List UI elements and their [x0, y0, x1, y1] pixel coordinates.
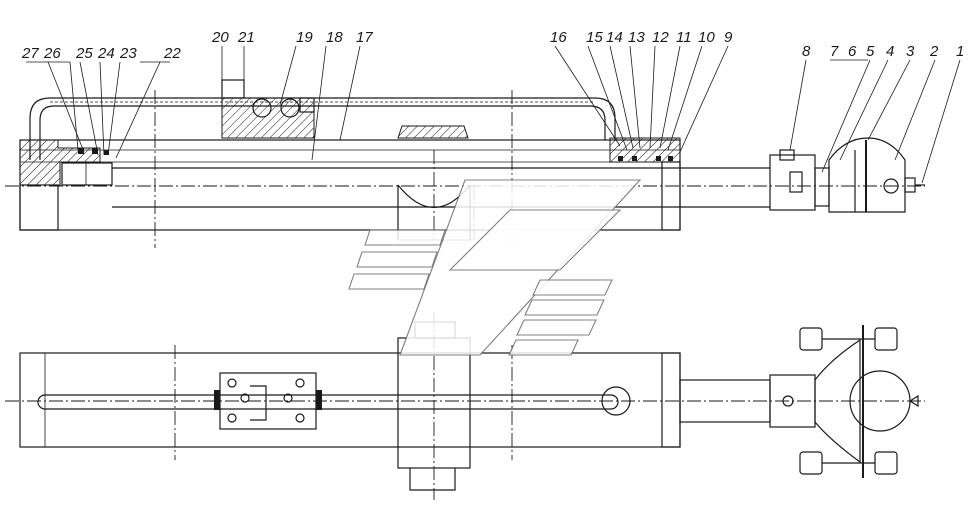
- callout-20: 20: [211, 29, 229, 46]
- callout-17: 17: [356, 29, 373, 46]
- callout-23: 23: [119, 45, 137, 62]
- callout-9: 9: [724, 29, 733, 46]
- callout-18: 18: [326, 29, 343, 46]
- external-pipe: [29, 97, 616, 160]
- callout-27: 27: [21, 45, 39, 62]
- callout-8: 8: [802, 43, 811, 60]
- callout-14: 14: [606, 29, 623, 46]
- callout-1: 1: [956, 43, 964, 60]
- callout-4: 4: [886, 43, 894, 60]
- callout-24: 24: [97, 45, 115, 62]
- callout-26: 26: [43, 45, 61, 62]
- callout-7: 7: [830, 43, 839, 60]
- callout-6: 6: [848, 43, 857, 60]
- rod-end-housing: [769, 154, 816, 211]
- section-view: [5, 79, 925, 248]
- callout-2: 2: [929, 43, 939, 60]
- callout-labels: 27 26 25 24 23 22 20 21 19 18 17 16 15 1…: [21, 29, 964, 62]
- cylinder-plan: [19, 352, 681, 448]
- callout-25: 25: [75, 45, 93, 62]
- callout-10: 10: [698, 29, 715, 46]
- callout-3: 3: [906, 43, 915, 60]
- callout-15: 15: [586, 29, 603, 46]
- callout-12: 12: [652, 29, 669, 46]
- ball-joint: [828, 137, 906, 213]
- callout-21: 21: [237, 29, 255, 46]
- callout-22: 22: [163, 45, 181, 62]
- clamp: [397, 125, 469, 139]
- callout-19: 19: [296, 29, 313, 46]
- callout-5: 5: [866, 43, 875, 60]
- callout-11: 11: [676, 29, 692, 46]
- leaders: [26, 45, 961, 184]
- plan-view: [5, 312, 925, 500]
- watermark-logo: [348, 179, 642, 356]
- callout-13: 13: [628, 29, 645, 46]
- callout-16: 16: [550, 29, 567, 46]
- piston: [61, 162, 113, 186]
